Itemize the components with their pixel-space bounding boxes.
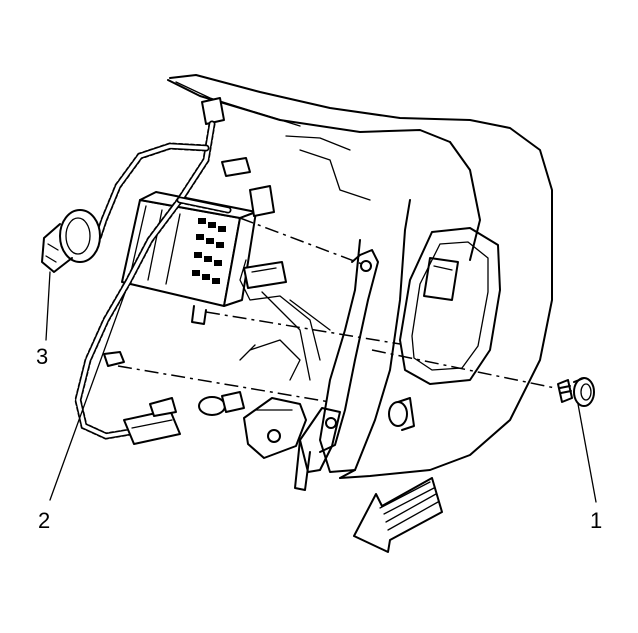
mounting-bracket [294, 249, 379, 491]
harness-connector [41, 209, 101, 273]
leader-line-3 [45, 271, 51, 341]
module-connectors [201, 97, 287, 289]
panel-clip [388, 397, 415, 431]
leader-line-2 [49, 289, 127, 501]
wiring-harness [74, 120, 371, 440]
panel-opening [399, 227, 501, 385]
screw-fastener [557, 377, 595, 407]
instrument-panel-housing [167, 74, 553, 479]
callout-2: 2 [38, 508, 50, 533]
callout-1: 1 [590, 508, 602, 533]
direction-arrow [353, 477, 443, 553]
leader-line-1 [577, 403, 597, 503]
installation-guides [117, 217, 556, 403]
lower-connectors [123, 391, 307, 459]
leader-lines [45, 271, 597, 503]
callout-3: 3 [36, 344, 48, 369]
